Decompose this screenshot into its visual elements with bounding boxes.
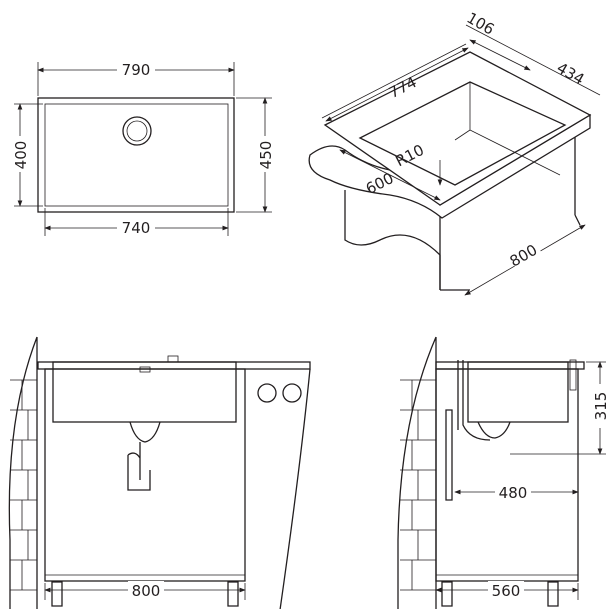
cabinet-side (435, 368, 579, 582)
dim-front-width: 800 (132, 582, 161, 600)
drain-icon (122, 116, 152, 146)
cabinet-left (344, 190, 441, 290)
dim-width-inner: 740 (122, 219, 151, 237)
sink-outer-outline (37, 97, 235, 213)
tap-hole-icon (282, 383, 302, 403)
dim-drain-offset: 480 (499, 484, 528, 502)
dim-depth-outer: 450 (257, 141, 275, 170)
countertop-front (37, 361, 311, 370)
wall (8, 336, 38, 609)
dim-width-outer: 790 (122, 61, 151, 79)
dim-depth: 434 (554, 59, 588, 89)
wall (397, 336, 437, 609)
cabinet-front (44, 368, 246, 582)
dim-rim: 106 (464, 9, 498, 39)
sink-bowl-front (52, 361, 237, 423)
isometric-view: 774 106 434 R10 600 800 (308, 9, 601, 296)
tap-hole-icon (257, 383, 277, 403)
top-view: 790 740 400 450 (12, 61, 275, 237)
cabinet-legs (441, 581, 559, 607)
cabinet-legs (51, 581, 239, 607)
dim-depth-inner: 400 (12, 141, 30, 170)
sink-bowl-outline (44, 103, 229, 207)
front-view: 800 (8, 336, 311, 609)
siphon-trap (127, 421, 161, 491)
sink-bowl-side (467, 361, 569, 423)
plumbing (445, 360, 511, 501)
dim-side-depth: 560 (492, 582, 521, 600)
dim-bowl-depth: 315 (592, 392, 609, 421)
side-view: 315 480 560 (397, 336, 609, 609)
